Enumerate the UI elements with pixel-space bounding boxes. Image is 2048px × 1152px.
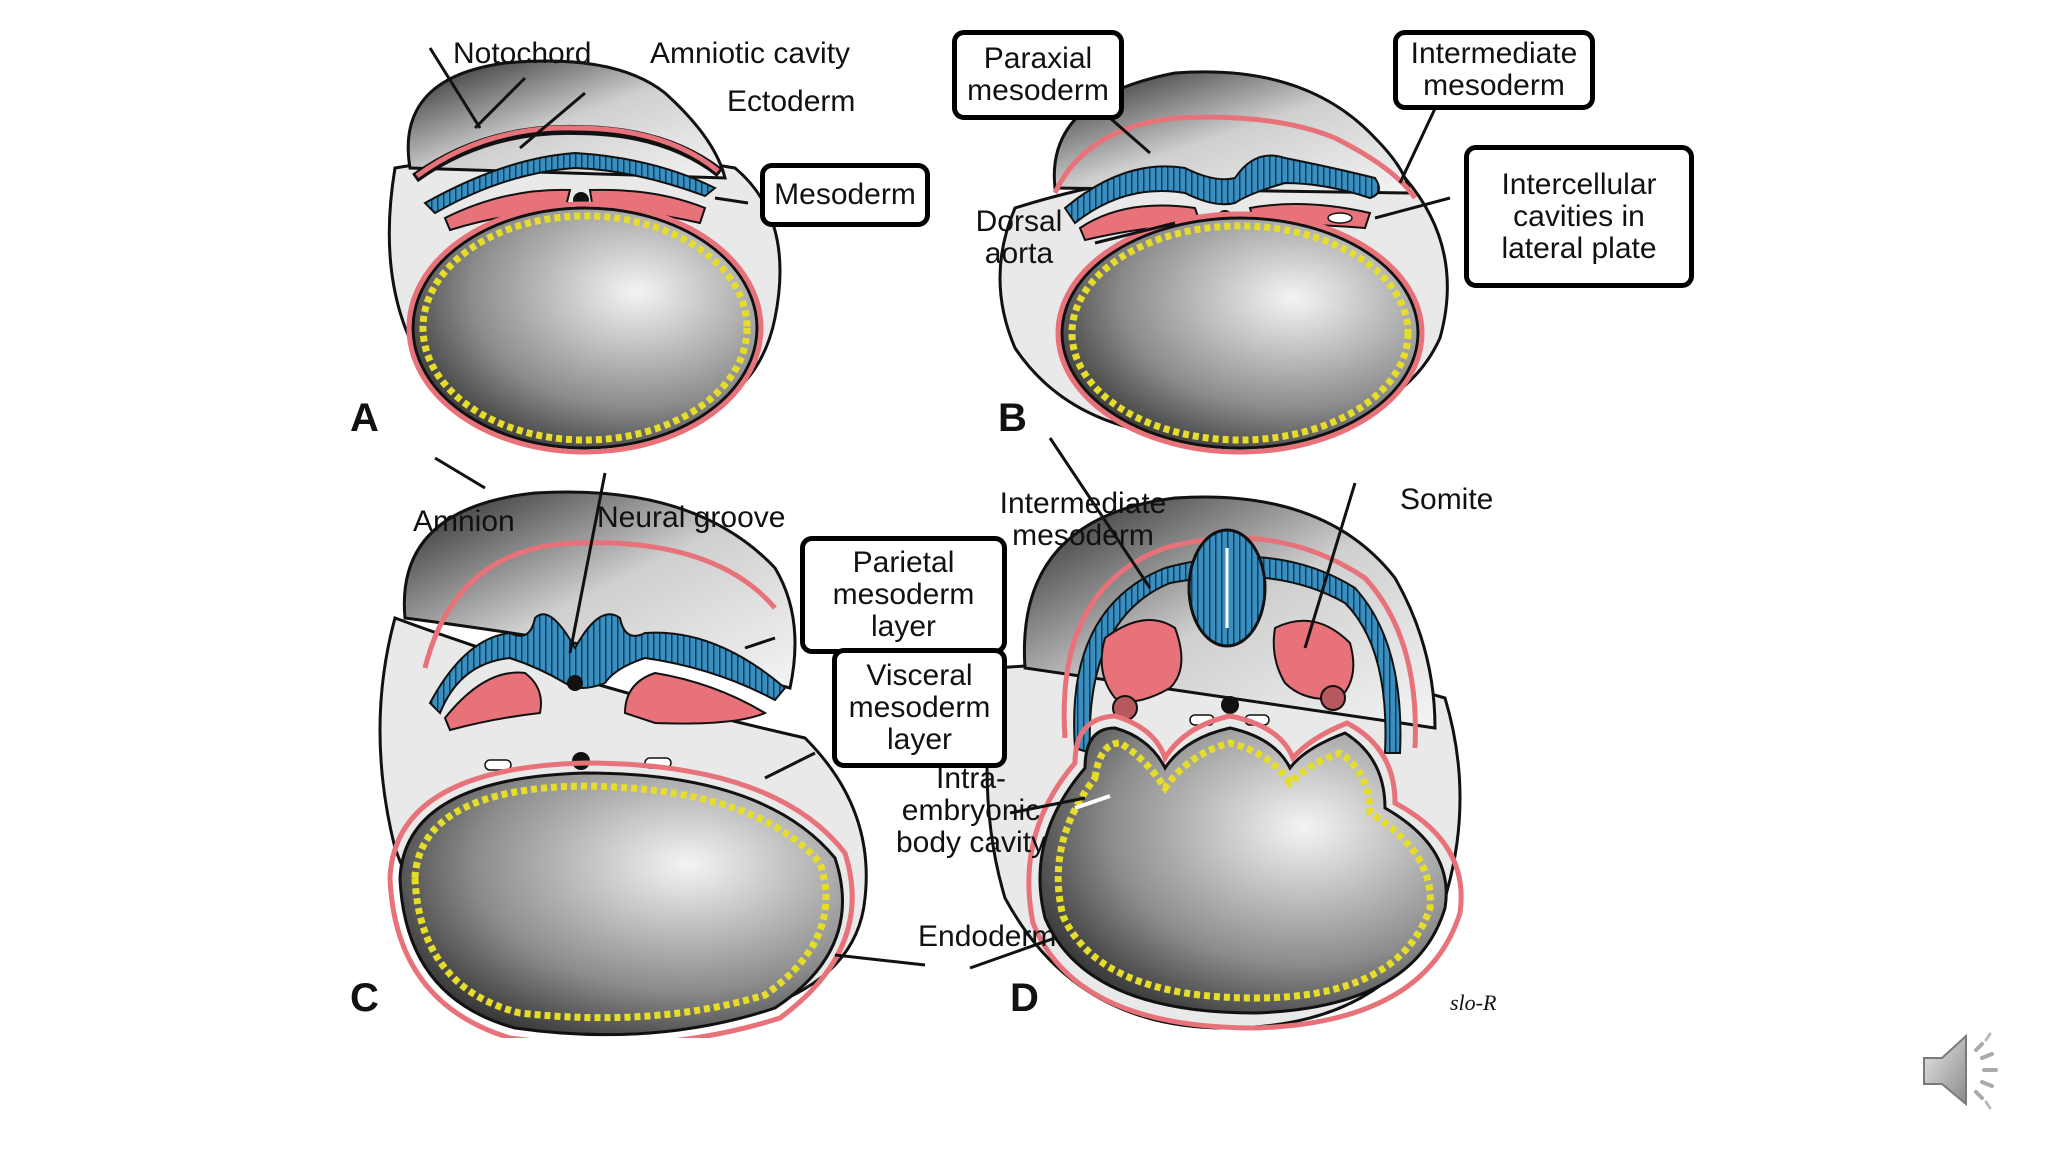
panel-c-art [378,456,926,1038]
speaker-icon[interactable] [1920,1026,2006,1116]
label-dorsal-aorta: Dorsal aorta [975,205,1063,270]
panel-letter-a: A [350,396,379,440]
panel-letter-d: D [1010,976,1039,1020]
label-intermediate-mesoderm-box-b: Intermediate mesoderm [1393,30,1595,110]
label-amnion: Amnion [413,505,515,538]
panel-a-art [387,47,782,455]
label-intermediate-mesoderm-d: Intermediate mesoderm [999,487,1167,552]
label-visceral-mesoderm-box: Visceral mesoderm layer [832,648,1007,768]
label-parietal-mesoderm-box: Parietal mesoderm layer [800,536,1007,654]
panel-d-art [969,437,1464,1031]
embryo-diagram-art [378,47,1464,1038]
label-somite: Somite [1400,483,1494,516]
label-amniotic-cavity: Amniotic cavity [650,37,851,70]
label-mesoderm-box: Mesoderm [760,163,930,227]
label-intraembryonic-body-cavity: Intra- embryonic body cavity [895,762,1047,859]
artist-signature: slo-R [1450,990,1497,1015]
label-notochord-a: Notochord [453,37,592,70]
label-ectoderm: Ectoderm [727,85,856,118]
label-paraxial-mesoderm-box: Paraxial mesoderm [952,30,1124,120]
panel-letter-c: C [350,976,379,1020]
label-endoderm: Endoderm [918,920,1057,953]
speaker-icon-art [1923,1032,1998,1110]
panel-letter-b: B [998,396,1027,440]
embryo-diagram: Notochord Amniotic cavity Ectoderm Mesod… [335,18,1694,1038]
label-neural-groove: Neural groove [597,501,786,534]
label-intercellular-cavities-box: Intercellular cavities in lateral plate [1464,145,1694,288]
